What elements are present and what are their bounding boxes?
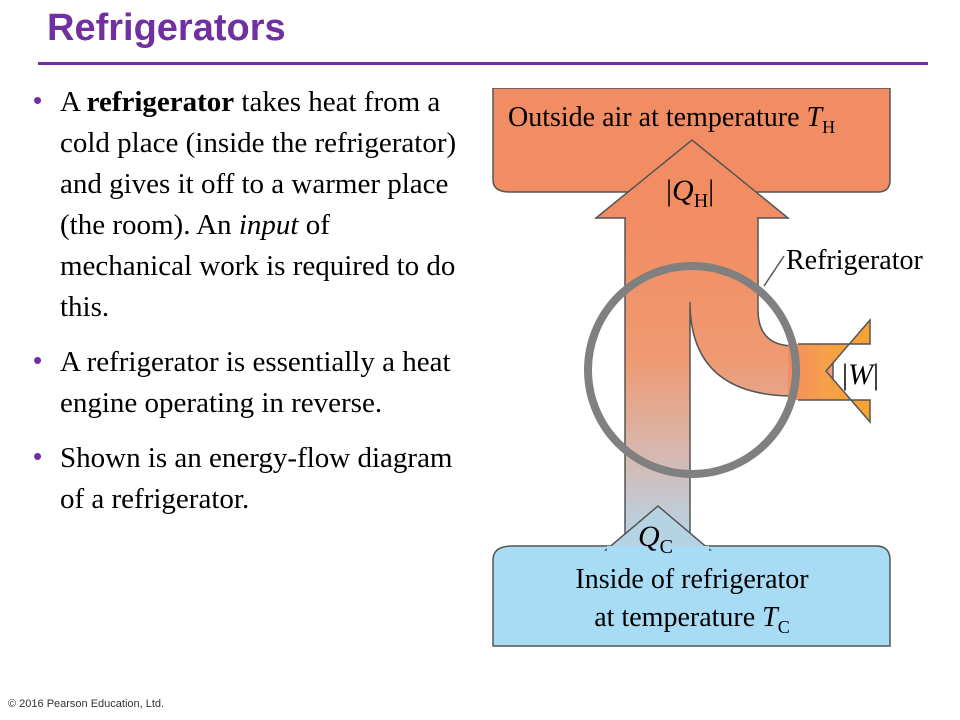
refrigerator-ring <box>584 262 800 478</box>
hot-reservoir-label: Outside air at temperature TH <box>508 102 835 137</box>
cold-reservoir-label-line1: Inside of refrigerator <box>575 564 809 595</box>
bullet-item: • A refrigerator is essentially a heat en… <box>33 342 463 424</box>
bullet-marker: • <box>33 345 43 375</box>
title-divider <box>38 62 928 65</box>
bullet-marker: • <box>33 441 43 471</box>
emphasis-bold: refrigerator <box>86 86 235 118</box>
heat-flow-shaft <box>624 217 834 535</box>
work-label: |W| <box>842 358 879 391</box>
bullet-list: • A refrigerator takes heat from a cold p… <box>33 82 463 534</box>
refrigerator-label: Refrigerator <box>786 245 923 276</box>
cold-reservoir-label-line2: at temperature TC <box>594 602 790 637</box>
bullet-item: • Shown is an energy-flow diagram of a re… <box>33 438 463 520</box>
energy-flow-diagram: Outside air at temperature TH |QH| Refri… <box>492 88 923 647</box>
qh-arrow-neck <box>626 214 757 222</box>
emphasis-italic: input <box>238 209 299 241</box>
refrigerator-leader-line <box>763 255 785 287</box>
qh-label: |QH| <box>666 174 714 212</box>
qc-arrow-cover <box>607 546 709 552</box>
work-input-flow <box>788 320 870 422</box>
bullet-text: A refrigerator is essentially a heat eng… <box>60 346 451 419</box>
copyright-notice: © 2016 Pearson Education, Ltd. <box>8 698 165 710</box>
bullet-item: • A refrigerator takes heat from a cold p… <box>33 82 463 328</box>
bullet-text: Shown is an energy-flow diagram of a ref… <box>60 442 453 515</box>
qc-label: QC <box>638 520 673 558</box>
bullet-text: A refrigerator takes heat from a cold pl… <box>60 86 457 323</box>
work-input-outline <box>798 317 871 425</box>
bullet-marker: • <box>33 85 43 115</box>
slide-title: Refrigerators <box>47 7 286 49</box>
cold-reservoir-box <box>492 545 891 647</box>
